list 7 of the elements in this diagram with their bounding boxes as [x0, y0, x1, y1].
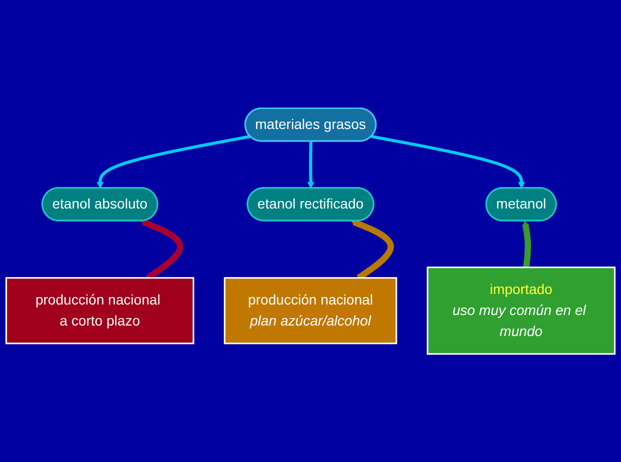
node-box: producción nacional a corto plazo	[5, 277, 194, 344]
arrow	[96, 134, 250, 188]
arrow	[307, 141, 314, 188]
arrow	[371, 134, 525, 188]
node-box: producción nacional plan azúcar/alcohol	[224, 277, 398, 344]
node-box: importado uso muy común en el mundo	[426, 266, 616, 355]
arrow	[522, 220, 532, 268]
